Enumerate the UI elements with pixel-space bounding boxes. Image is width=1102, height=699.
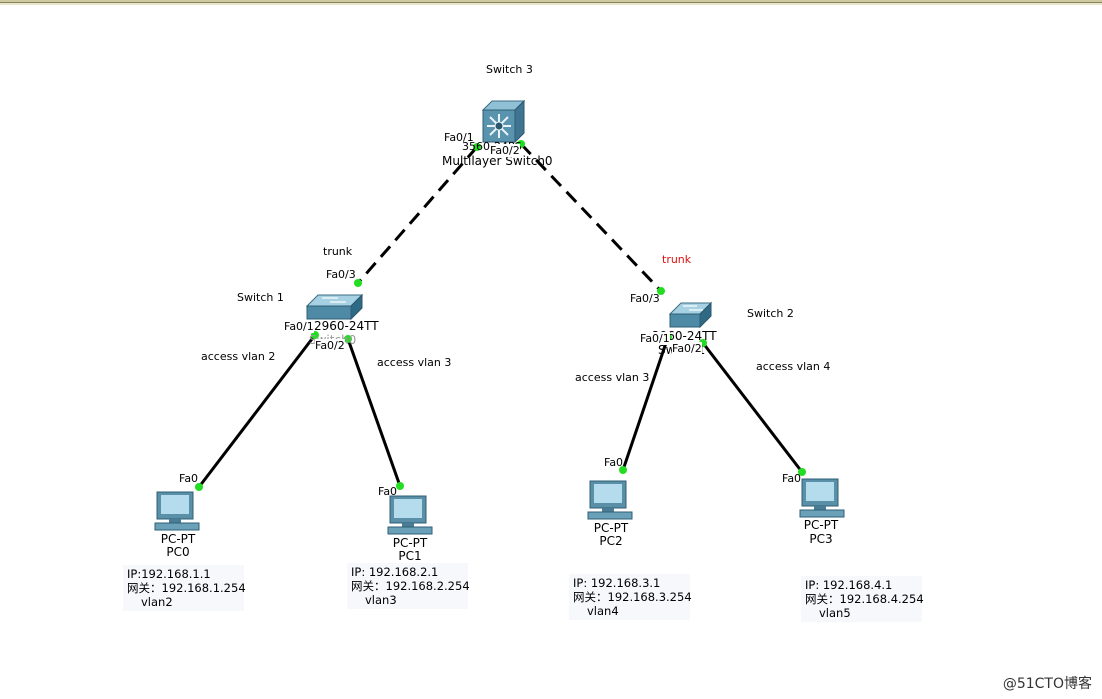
link-sw3-sw2-trunk[interactable]	[519, 142, 663, 293]
switch2-title: Switch 2	[747, 307, 794, 320]
port-dot	[619, 466, 627, 474]
pc2-ip: IP: 192.168.3.1	[573, 576, 661, 590]
window-top-border	[0, 0, 1102, 5]
port-dot	[798, 468, 806, 476]
watermark: @51CTO博客	[1002, 676, 1092, 692]
switch3-name: Multilayer Switch0	[442, 154, 553, 168]
pc3-gateway: 网关：192.168.4.254	[805, 592, 924, 606]
switch1-port-fa0-2: Fa0/2	[315, 339, 345, 352]
pc1-vlan: vlan3	[365, 593, 397, 607]
pc2-gateway: 网关：192.168.3.254	[573, 590, 692, 604]
link-sw1-pc1[interactable]	[346, 338, 402, 487]
pc1-ip-note: IP: 192.168.2.1 网关：192.168.2.254 vlan3	[347, 563, 470, 609]
switch2-port-fa0-2: Fa0/2	[672, 342, 702, 355]
link-sw2-pc3[interactable]	[701, 342, 804, 473]
pc1-ip: IP: 192.168.2.1	[351, 565, 439, 579]
link-label-pc1: access vlan 3	[377, 356, 452, 369]
pc1-icon[interactable]	[387, 495, 433, 535]
pc2-name: PC2	[599, 534, 623, 548]
multilayer-switch-icon[interactable]	[481, 99, 526, 144]
pc2-icon[interactable]	[587, 480, 633, 520]
port-dot	[473, 143, 481, 151]
port-status-dots	[195, 140, 806, 491]
pc1-gateway: 网关：192.168.2.254	[351, 579, 470, 593]
switch2-port-fa0-1: Fa0/1	[640, 332, 670, 345]
port-dot	[195, 483, 203, 491]
pc0-gateway: 网关：192.168.1.254	[127, 581, 246, 595]
switch3-port-fa0-1: Fa0/1	[444, 131, 474, 144]
switch2-icon[interactable]	[668, 301, 713, 329]
pc3-ip: IP: 192.168.4.1	[805, 578, 893, 592]
pc2-vlan: vlan4	[587, 604, 619, 618]
link-label-pc2: access vlan 3	[575, 371, 650, 384]
pc2-ip-note: IP: 192.168.3.1 网关：192.168.3.254 vlan4	[569, 574, 692, 620]
switch1-model-label: 2960-24TT	[314, 319, 379, 333]
switch1-port-fa0-1: Fa0/1	[284, 320, 314, 333]
pc0-ip: IP:192.168.1.1	[127, 567, 211, 581]
pc1-name: PC1	[398, 549, 422, 563]
trunk-label-left: trunk	[323, 245, 353, 258]
switch3-title: Switch 3	[486, 63, 533, 76]
pc3-name: PC3	[809, 532, 833, 546]
pc3-vlan: vlan5	[819, 606, 851, 620]
pc2-port-label: Fa0	[604, 456, 624, 469]
pc0-port-label: Fa0	[179, 472, 199, 485]
pc0-type: PC-PT	[160, 532, 196, 546]
pc3-port-label: Fa0	[782, 472, 802, 485]
pc3-type: PC-PT	[803, 518, 839, 532]
port-dot	[396, 482, 404, 490]
switch2-port-fa0-3: Fa0/3	[630, 292, 660, 305]
pc0-ip-note: IP:192.168.1.1 网关：192.168.1.254 vlan2	[123, 565, 246, 611]
switch3-port-fa0-2: Fa0/2	[490, 144, 520, 157]
pc0-vlan: vlan2	[141, 595, 173, 609]
switch1-title: Switch 1	[237, 291, 284, 304]
port-dot	[344, 335, 352, 343]
port-dot	[354, 279, 362, 287]
link-sw1-pc0[interactable]	[197, 334, 317, 488]
pc0-icon[interactable]	[154, 491, 200, 531]
pc1-port-label: Fa0	[378, 485, 398, 498]
port-dot	[657, 287, 665, 295]
pc3-ip-note: IP: 192.168.4.1 网关：192.168.4.254 vlan5	[801, 576, 924, 622]
link-sw2-pc2[interactable]	[621, 336, 670, 471]
trunk-label-right: trunk	[662, 253, 692, 266]
pc1-type: PC-PT	[392, 536, 428, 550]
pc3-icon[interactable]	[799, 478, 845, 518]
link-label-pc3: access vlan 4	[756, 360, 831, 373]
switch1-port-fa0-3: Fa0/3	[326, 268, 356, 281]
pc0-name: PC0	[166, 545, 190, 559]
link-label-pc0: access vlan 2	[201, 350, 276, 363]
link-sw3-sw1-trunk[interactable]	[356, 146, 479, 284]
switch1-icon[interactable]	[305, 293, 364, 321]
port-dot	[311, 331, 319, 339]
links	[197, 142, 804, 488]
pc2-type: PC-PT	[593, 521, 629, 535]
